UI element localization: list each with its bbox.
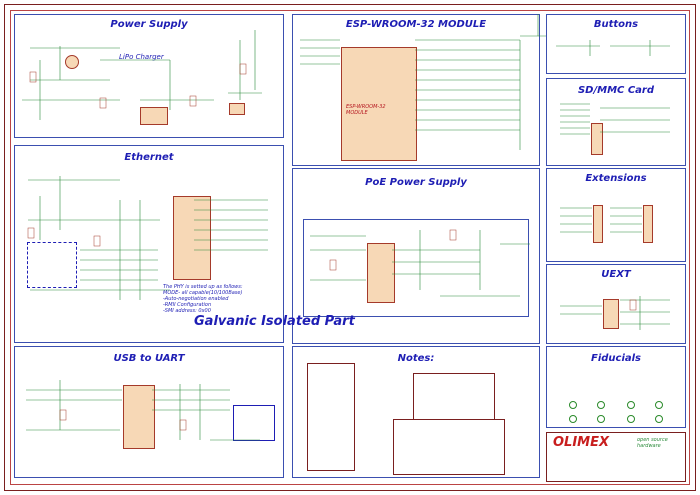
panel-title: SD/MMC Card — [577, 85, 655, 96]
panel-title: Power Supply — [110, 19, 188, 30]
phy-note-line: MODE- all capable(10/100Base) — [163, 290, 243, 296]
phy-note-line: -RMII Configuration — [163, 302, 212, 308]
poe-controller-ic — [367, 243, 395, 303]
usb-uart-panel: USB to UART — [14, 346, 284, 478]
phy-note-line: -Auto-negotiation enabled — [163, 296, 229, 302]
lipo-charger-label: LiPo Charger — [119, 53, 164, 61]
esp32-module-block: ESP-WROOM-32 MODULE — [341, 47, 417, 161]
panel-title: USB to UART — [113, 353, 185, 364]
phy-notes: The PHY is setted up as follows: MODE- a… — [163, 284, 243, 314]
fiducial-mark — [655, 415, 663, 423]
panel-title: UEXT — [601, 269, 631, 280]
rj45-jack — [27, 242, 77, 288]
galvanic-isolated-label: Galvanic Isolated Part — [194, 314, 355, 329]
ethernet-panel: Ethernet The PHY is setted up as follows… — [14, 145, 284, 343]
panel-title: PoE Power Supply — [365, 177, 467, 188]
notes-table-right — [413, 373, 495, 421]
olimex-logo: OLIMEX — [553, 435, 610, 450]
charger-ic — [140, 107, 168, 125]
fiducials-panel: Fiducials — [546, 346, 686, 428]
sheet-frame — [4, 4, 696, 491]
regulator-ic — [229, 103, 245, 115]
ext-header-1 — [593, 205, 603, 243]
notes-table-bottom — [393, 419, 505, 475]
panel-title: Buttons — [593, 19, 639, 30]
fiducial-mark — [597, 401, 605, 409]
phy-note-line: The PHY is setted up as follows: — [163, 284, 243, 290]
panel-title: Extensions — [585, 173, 647, 184]
fiducial-mark — [627, 415, 635, 423]
power-supply-panel: Power Supply LiPo Charger — [14, 14, 284, 138]
panel-title: Fiducials — [590, 353, 642, 364]
panel-title: Notes: — [397, 353, 435, 364]
power-transistor — [65, 55, 79, 69]
ext-header-2 — [643, 205, 653, 243]
notes-panel: Notes: — [292, 346, 540, 478]
title-block: OLIMEX open source hardware — [546, 432, 686, 482]
panel-title: ESP-WROOM-32 MODULE — [345, 19, 487, 30]
jumper-table — [233, 405, 275, 441]
oshw-tagline: open source hardware — [637, 437, 668, 449]
poe-panel: PoE Power Supply — [292, 168, 540, 344]
fiducial-mark — [569, 401, 577, 409]
fiducial-mark — [627, 401, 635, 409]
fiducial-mark — [655, 401, 663, 409]
fiducial-mark — [569, 415, 577, 423]
buttons-panel: Buttons — [546, 14, 686, 74]
module-label: ESP-WROOM-32 MODULE — [346, 104, 386, 116]
usb-uart-ic — [123, 385, 155, 449]
extensions-panel: Extensions — [546, 168, 686, 262]
uext-connector — [603, 299, 619, 329]
fiducial-mark — [597, 415, 605, 423]
sheet-inner-frame — [10, 10, 690, 485]
panel-title: Ethernet — [124, 152, 174, 163]
notes-table-left — [307, 363, 355, 471]
uext-panel: UEXT — [546, 264, 686, 344]
sd-connector — [591, 123, 603, 155]
poe-isolation-box — [303, 219, 529, 317]
phy-note-line: -SMI address: 0x00 — [163, 308, 211, 314]
